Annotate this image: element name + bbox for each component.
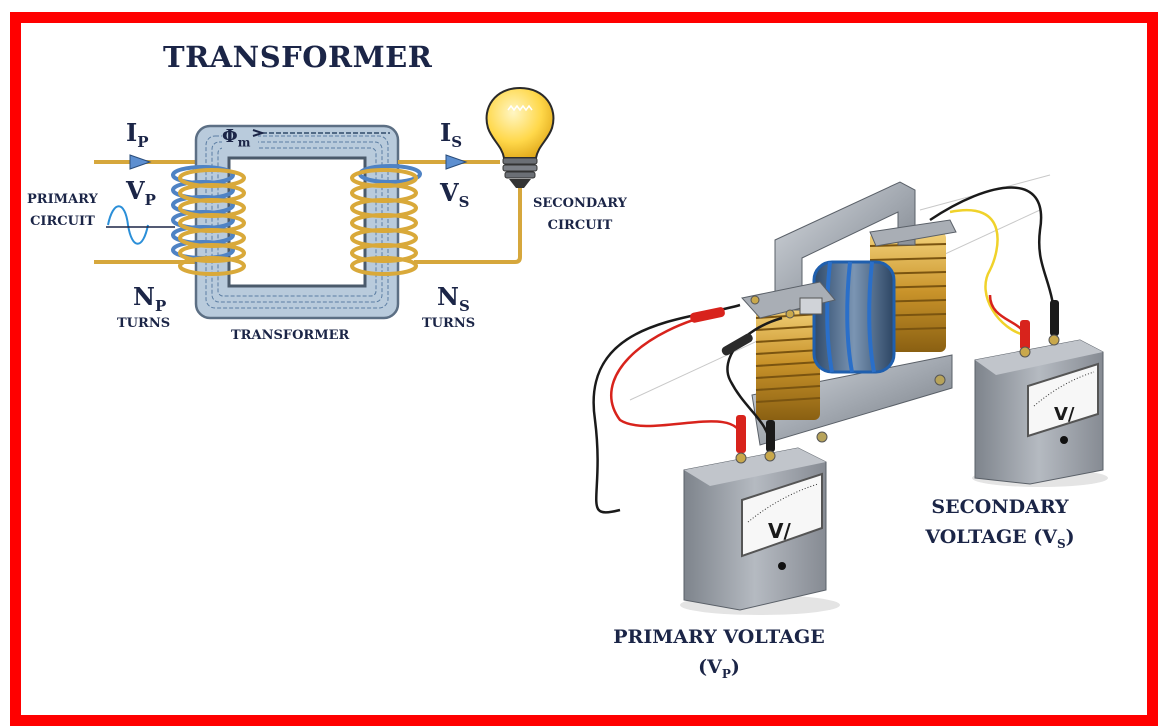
secondary-circuit-label-line1: SECONDARY (533, 196, 627, 211)
primary-meter-dial-text: V/ (768, 519, 791, 543)
primary-coil (171, 165, 246, 276)
primary-voltage-caption: PRIMARY VOLTAGE (VP) (607, 622, 831, 689)
primary-circuit-label-line1: PRIMARY (27, 192, 98, 207)
apparatus-primary-coil (755, 305, 821, 420)
transformer-apparatus (592, 174, 1057, 514)
primary-current-subscript: P (137, 133, 149, 151)
primary-turns-caption: TURNS (117, 316, 171, 331)
primary-current-symbol: I (126, 118, 138, 147)
secondary-voltage-caption-suffix: ) (1065, 526, 1075, 548)
primary-turns-symbol: N (133, 282, 155, 311)
secondary-current-arrow-icon (445, 154, 468, 170)
primary-meter-dial (741, 472, 823, 558)
primary-voltage-label: VP (126, 176, 156, 209)
ac-sine-wave-icon (107, 205, 149, 245)
lead-black-primary-2 (726, 316, 783, 446)
secondary-circuit-label-line2: CIRCUIT (547, 218, 613, 233)
secondary-voltage-symbol: V (440, 178, 459, 207)
primary-current-arrow-icon (129, 154, 152, 170)
primary-turns-subscript: P (154, 297, 167, 315)
core-window (227, 156, 367, 288)
flux-symbol: Φ (222, 126, 238, 147)
primary-voltage-caption-sub: P (721, 667, 731, 681)
flux-subscript: m (237, 135, 251, 150)
primary-voltmeter: V/ (680, 415, 840, 615)
secondary-current-symbol: I (440, 118, 452, 147)
secondary-current-subscript: S (451, 133, 463, 151)
secondary-voltage-caption: SECONDARY VOLTAGE (VS) (915, 492, 1085, 559)
secondary-meter-dial (1027, 362, 1099, 438)
secondary-circuit-label: SECONDARY CIRCUIT (533, 193, 627, 237)
transformer-schematic (94, 86, 555, 320)
secondary-meter-dial-text: V/ (1054, 404, 1075, 425)
primary-meter-terminal-black[interactable] (766, 420, 775, 452)
secondary-meter-terminal-red[interactable] (1020, 320, 1030, 350)
lead-black-secondary (929, 186, 1057, 331)
primary-circuit-label: PRIMARY CIRCUIT (27, 189, 98, 233)
secondary-voltage-label: VS (440, 178, 469, 211)
secondary-voltage-caption-sub: S (1057, 537, 1066, 551)
primary-meter-knob[interactable] (778, 562, 786, 570)
primary-circuit-label-line2: CIRCUIT (30, 214, 95, 229)
lead-yellow-secondary (949, 208, 1026, 337)
secondary-meter-terminal-black[interactable] (1050, 300, 1059, 336)
primary-terminal-2 (785, 309, 795, 319)
primary-current-label: IP (126, 118, 149, 151)
light-bulb-icon (485, 86, 555, 188)
flux-arrow-icon (252, 129, 266, 137)
secondary-turns-label: NS (437, 282, 470, 315)
secondary-coil (350, 164, 422, 276)
flux-label: Φm (222, 126, 250, 150)
secondary-current-label: IS (440, 118, 462, 151)
primary-turns-label: NP (133, 282, 166, 315)
lead-red-primary (609, 310, 744, 441)
diagram-title: TRANSFORMER (163, 40, 433, 74)
primary-terminal-1 (750, 295, 760, 305)
primary-voltage-symbol: V (126, 176, 145, 205)
primary-voltage-caption-line1: PRIMARY VOLTAGE (613, 626, 825, 648)
primary-voltage-caption-suffix: ) (730, 656, 740, 678)
primary-voltage-subscript: P (144, 191, 156, 209)
primary-meter-terminal-red[interactable] (736, 415, 746, 453)
secondary-voltmeter: V/ (972, 300, 1108, 487)
primary-voltage-caption-line2: (VP) (607, 652, 831, 689)
secondary-voltage-subscript: S (458, 193, 470, 211)
secondary-turns-symbol: N (437, 282, 459, 311)
secondary-voltage-caption-line1: SECONDARY (931, 496, 1069, 518)
secondary-wire-bottom (414, 188, 522, 264)
secondary-voltage-caption-line2: VOLTAGE (VS) (915, 522, 1085, 559)
secondary-turns-subscript: S (458, 297, 470, 315)
secondary-voltage-caption-prefix: VOLTAGE (V (925, 526, 1057, 548)
apparatus-core (812, 260, 896, 374)
secondary-turns-caption: TURNS (422, 316, 476, 331)
primary-voltage-caption-prefix: (V (698, 656, 722, 678)
secondary-meter-knob[interactable] (1060, 436, 1068, 444)
lead-black-primary-1 (592, 303, 741, 514)
core-caption: TRANSFORMER (231, 328, 350, 343)
